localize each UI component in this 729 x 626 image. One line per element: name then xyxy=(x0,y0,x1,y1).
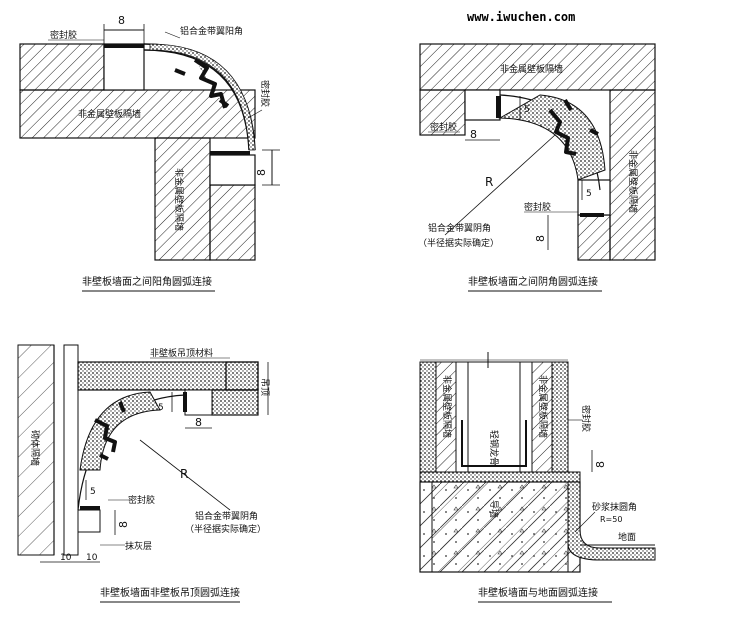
p4-floor-beam: 导墙 xyxy=(488,500,500,518)
p3-dim-c: 5 xyxy=(90,487,96,497)
p2-radius: R xyxy=(485,175,493,189)
p3-radius: R xyxy=(180,467,188,481)
p1-sealant-right: 密封胶 xyxy=(259,80,271,107)
p2-caption: 非壁板墙面之间阴角圆弧连接 xyxy=(468,275,598,288)
p2-profile: 铝合金带翼阴角 xyxy=(428,222,491,234)
p4-ground: 地面 xyxy=(618,531,636,543)
p2-dim-b: 8 xyxy=(470,128,477,141)
p2-sealant-bottom: 密封胶 xyxy=(524,201,551,213)
p2-dim-c: 5 xyxy=(586,189,592,199)
p2-dim-d: 8 xyxy=(534,235,547,242)
p2-sealant-left: 密封胶 xyxy=(430,121,457,133)
p4-wall-l: 非金属壁板隔墙 xyxy=(441,375,453,438)
p1-caption: 非壁板墙面之间阳角圆弧连接 xyxy=(82,275,212,288)
p3-ceiling: 非壁板吊顶材料 xyxy=(150,347,213,359)
p2-profile-note: （半径据实际确定） xyxy=(418,237,499,249)
p1-wall-h: 非金属壁板隔墙 xyxy=(78,108,141,120)
p3-wall: 砌体隔墙 xyxy=(29,430,41,466)
p3-dim-f: 10 xyxy=(86,553,98,563)
p3-dim-d: 8 xyxy=(117,521,130,528)
panel-2-concave-corner: R 5 8 5 8 非金属壁板隔墙 非金属壁板隔墙 密封胶 密封胶 铝合金带翼阴… xyxy=(418,43,656,292)
p1-profile: 铝合金带翼阳角 xyxy=(180,25,243,37)
p2-wall-right: 非金属壁板隔墙 xyxy=(627,150,639,213)
p1-dim-right: 8 xyxy=(255,169,268,176)
p3-sealant: 密封胶 xyxy=(128,494,155,506)
p3-profile-note: （半径据实际确定） xyxy=(185,523,266,535)
p3-caption: 非壁板墙面非壁板吊顶圆弧连接 xyxy=(100,586,240,599)
p1-sealant-top: 密封胶 xyxy=(50,29,77,41)
p3-plaster: 抹灰层 xyxy=(125,540,152,552)
p4-wall-r: 非金属壁板隔墙 xyxy=(537,375,549,438)
p3-dim-e: 10 xyxy=(60,553,72,563)
p4-dim-a: 8 xyxy=(594,461,607,468)
p4-cement-r: R=50 xyxy=(600,515,622,524)
p4-keel: 轻钢龙骨 xyxy=(488,430,500,466)
p2-dim-a: 5 xyxy=(524,105,530,115)
p3-dim-a: 5 xyxy=(158,403,164,413)
p3-dim-b: 8 xyxy=(195,416,202,429)
p4-caption: 非壁板墙面与地面圆弧连接 xyxy=(478,586,598,599)
p4-sealant: 密封胶 xyxy=(580,405,592,432)
p2-wall-top: 非金属壁板隔墙 xyxy=(500,63,563,75)
p1-wall-v: 非金属壁板隔墙 xyxy=(173,168,185,231)
p3-dim-side: 吊顶 xyxy=(259,378,270,396)
panel-3-ceiling-corner: R 5 8 5 8 10 10 吊顶 非壁板吊顶材料 砌体隔墙 密封胶 铝合金带… xyxy=(17,344,270,603)
p1-dim-top: 8 xyxy=(118,14,125,27)
p4-cement: 砂浆抹圆角 xyxy=(592,501,637,513)
panel-1-convex-corner: 8 8 密封胶 铝合金带翼阳角 非金属壁板隔墙 非金属壁板隔墙 密封胶 非壁板墙… xyxy=(19,14,280,292)
watermark-text: www.iwuchen.com xyxy=(467,10,575,24)
p3-profile: 铝合金带翼阴角 xyxy=(195,510,258,522)
panel-4-floor-corner: 8 非金属壁板隔墙 非金属壁板隔墙 轻钢龙骨 导墙 密封胶 砂浆抹圆角 R=50… xyxy=(419,352,656,603)
